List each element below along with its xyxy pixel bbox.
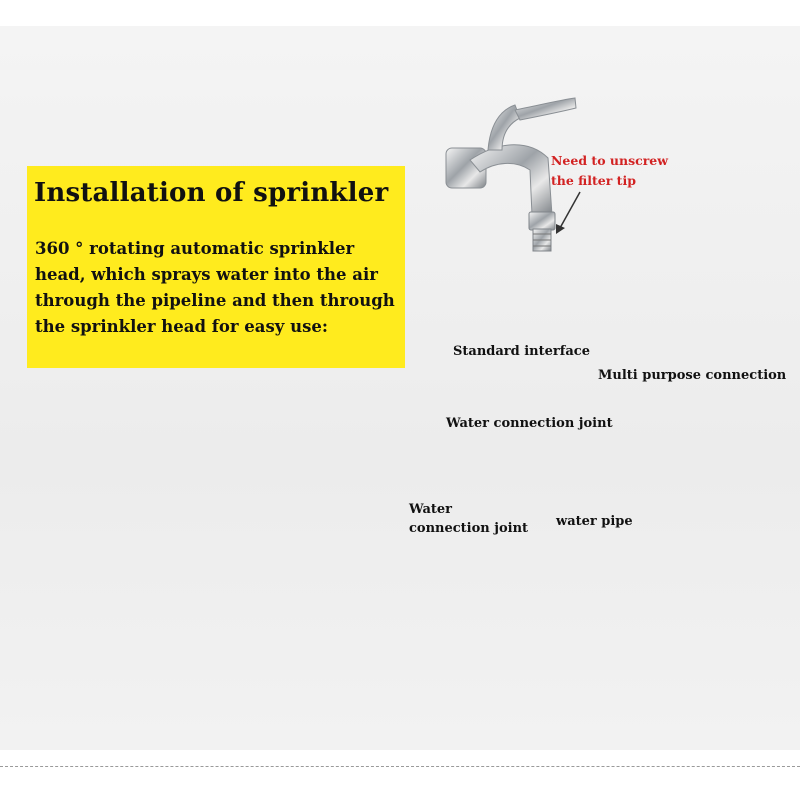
note-unscrew-filter: Need to unscrew the filter tip [551, 151, 668, 191]
label-multi-purpose: Multi purpose connection [598, 368, 787, 383]
label-joint-left-line-2: connection joint [409, 521, 529, 536]
description-text: 360 ° rotating automatic sprinkler head,… [35, 239, 395, 336]
note-line-2: the filter tip [551, 173, 636, 188]
arrow-indicator [556, 191, 581, 234]
divider-dashed-line [0, 766, 800, 767]
note-line-1: Need to unscrew [551, 153, 669, 168]
background-panel [0, 26, 800, 750]
label-joint-left: Water connection joint [409, 500, 528, 538]
label-joint-left-line-1: Water [409, 502, 453, 517]
label-standard-interface: Standard interface [453, 344, 590, 359]
label-water-pipe: water pipe [556, 514, 633, 529]
page-title: Installation of sprinkler [34, 178, 389, 208]
label-joint-top: Water connection joint [446, 416, 613, 431]
info-box [27, 166, 405, 368]
faucet-left [445, 97, 577, 252]
